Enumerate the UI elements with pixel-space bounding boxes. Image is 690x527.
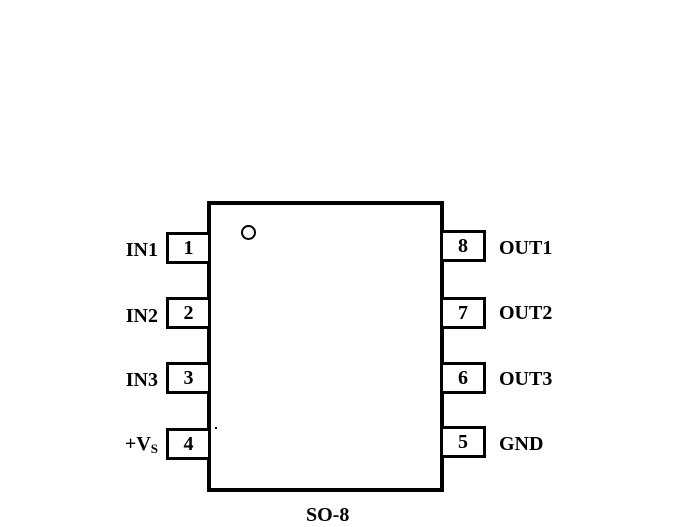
pin-number: 3	[183, 366, 194, 389]
pin-number: 5	[458, 430, 468, 453]
pin-number: 8	[458, 234, 468, 257]
pin1-indicator-icon	[241, 225, 256, 240]
pin-5: 5	[443, 426, 486, 458]
pin-label: OUT3	[499, 368, 553, 390]
pin-label: IN2	[125, 305, 158, 327]
pin-label: GND	[499, 433, 544, 455]
pin-label: +VS	[125, 432, 158, 461]
package-label: SO-8	[306, 504, 350, 526]
pin-label: IN3	[125, 369, 158, 391]
pin-6: 6	[443, 362, 486, 394]
pin-label: OUT1	[499, 237, 553, 259]
pin-label: OUT2	[499, 302, 553, 324]
pin-8: 8	[443, 230, 486, 262]
pin-4: 4	[166, 428, 208, 460]
pin-number: 2	[183, 301, 194, 324]
pin-2: 2	[166, 297, 208, 329]
ic-body	[207, 201, 444, 492]
pin-label-sub: S	[150, 441, 158, 456]
pin-3: 3	[166, 362, 208, 394]
pin-number: 6	[458, 366, 468, 389]
pin-label-main: +V	[124, 433, 151, 455]
pin-1: 1	[166, 232, 208, 264]
pin-label: IN1	[125, 239, 158, 261]
pin-number: 7	[458, 301, 468, 324]
pin-7: 7	[443, 297, 486, 329]
stray-dot	[215, 427, 217, 429]
pin-number: 1	[183, 236, 194, 259]
pin-number: 4	[183, 432, 194, 455]
